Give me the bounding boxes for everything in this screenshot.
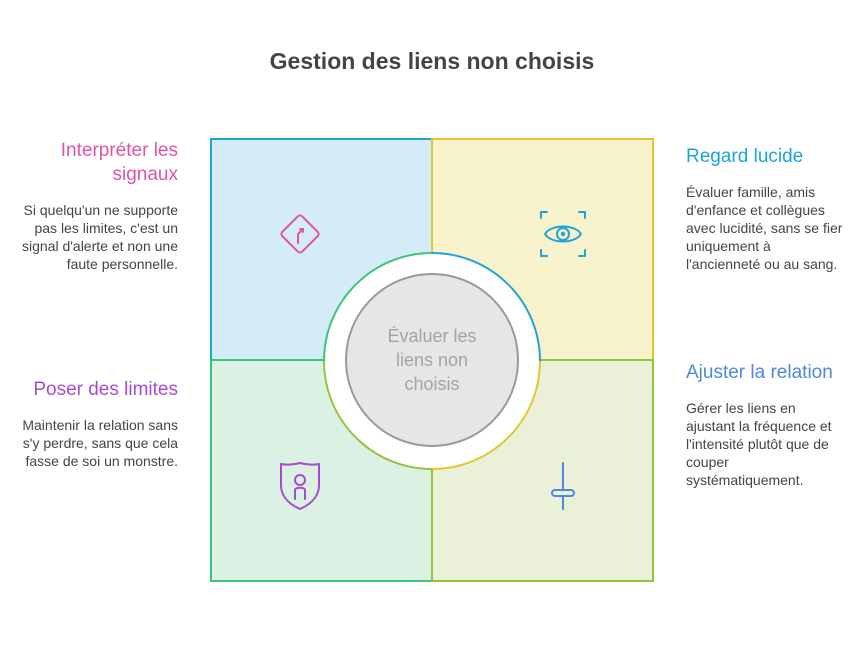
text-block-ajuster: Ajuster la relation Gérer les liens en a… [686,361,846,489]
text-block-regard: Regard lucide Évaluer famille, amis d'en… [686,145,846,273]
block-description: Évaluer famille, amis d'enfance et collè… [686,184,843,272]
road-sign-icon [273,207,327,261]
slider-icon [536,459,590,513]
block-title: Regard lucide [686,146,804,167]
diagram-title: Gestion des liens non choisis [269,48,595,74]
block-description: Gérer les liens en ajustant la fréquence… [686,400,832,488]
center-label: Évaluer les liens non choisis [387,326,477,394]
text-block-limites: Poser des limites Maintenir la relation … [20,378,178,470]
shield-user-icon [273,459,327,513]
block-title: Ajuster la relation [686,362,833,383]
block-title: Interpréter les signaux [60,140,178,185]
text-block-interpreter: Interpréter les signaux Si quelqu'un ne … [20,139,178,273]
block-description: Maintenir la relation sans s'y perdre, s… [22,417,178,469]
block-description: Si quelqu'un ne supporte pas les limites… [21,202,178,272]
center-node: Évaluer les liens non choisis [345,273,519,447]
block-title: Poser des limites [33,379,178,400]
eye-scan-icon [536,207,590,261]
